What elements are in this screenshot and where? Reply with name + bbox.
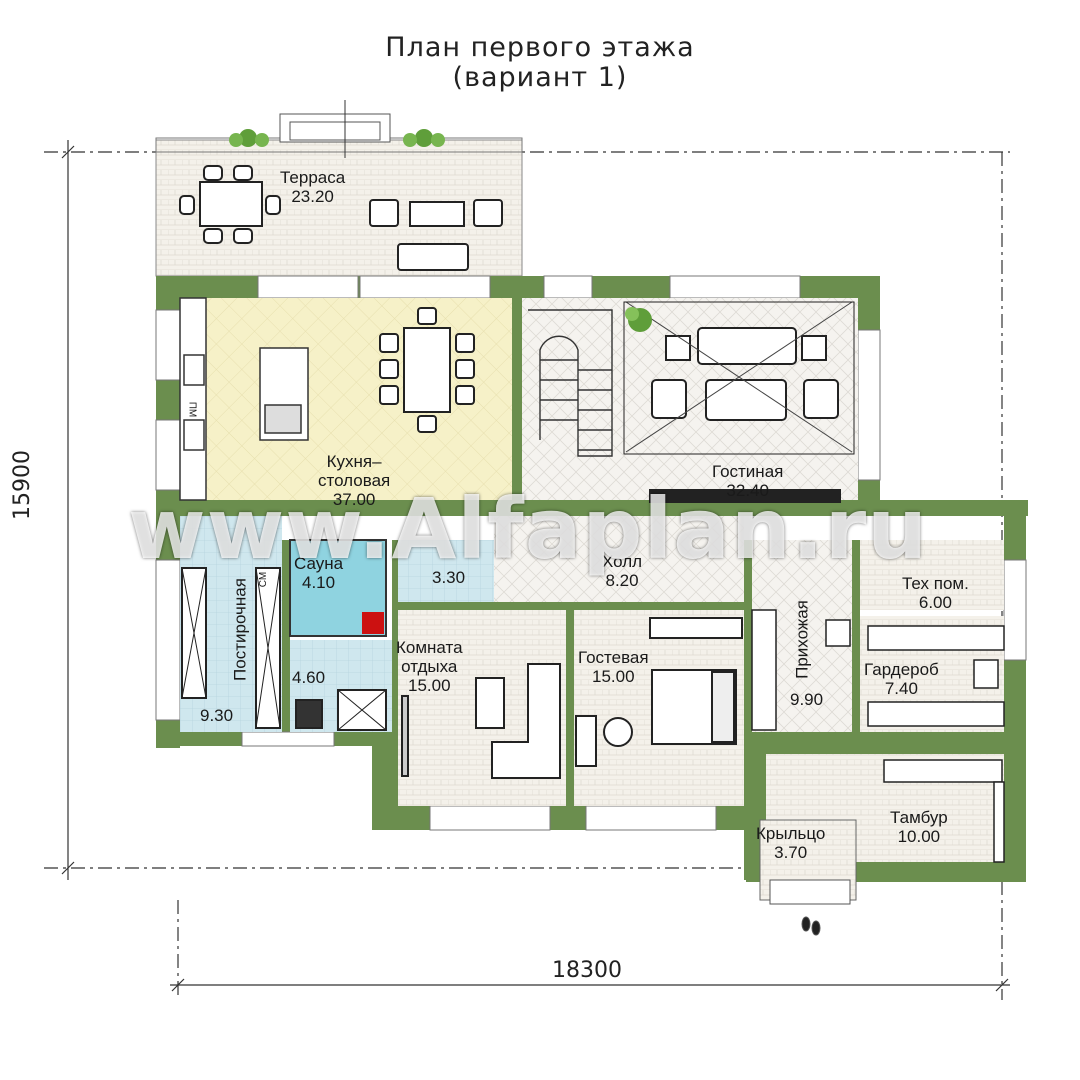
bath-floor <box>398 540 494 602</box>
room-vestibule: Тамбур 10.00 <box>890 808 948 846</box>
shower-tray <box>295 689 387 731</box>
room-living: Гостиная 32.40 <box>712 462 783 500</box>
plan-title: План первого этажа <box>385 32 695 63</box>
kitchen-counter <box>179 297 309 501</box>
dishwasher-label: ПМ <box>186 401 198 418</box>
room-sauna: Сауна 4.10 <box>294 554 343 592</box>
room-area: 6.00 <box>918 593 952 612</box>
room-laundry-name: Постирочная <box>230 578 250 681</box>
terrace-lounge-furniture <box>369 199 503 271</box>
room-name: Гостиная <box>712 462 784 481</box>
windows <box>155 275 1027 831</box>
terrace-dining-table <box>179 165 281 244</box>
room-area: 15.00 <box>408 676 451 695</box>
plan-subtitle: (вариант 1) <box>452 62 628 93</box>
room-name: Гардероб <box>864 660 939 679</box>
hall-floor <box>494 516 744 602</box>
dimension-width: 18300 <box>552 958 622 983</box>
laundry-units <box>181 567 281 729</box>
rest-room-furniture <box>401 663 561 779</box>
room-area: 37.00 <box>332 490 376 509</box>
room-bath: 3.30 <box>432 568 465 587</box>
room-name: Холл <box>602 552 643 571</box>
plant-icon <box>625 307 652 332</box>
room-area: 3.70 <box>774 843 808 862</box>
guest-furniture <box>575 617 743 767</box>
staircase <box>528 309 613 457</box>
room-name: Сауна <box>294 554 344 573</box>
room-name-2: отдыха <box>401 657 458 676</box>
room-name-2: столовая <box>318 471 391 490</box>
room-entry-area: 9.90 <box>790 690 824 709</box>
room-wardrobe: Гардероб 7.40 <box>864 660 939 698</box>
room-area: 23.20 <box>291 187 334 206</box>
room-name: Терраса <box>280 168 346 187</box>
room-name: Комната <box>396 638 463 657</box>
room-rest: Комната отдыха 15.00 <box>396 638 463 695</box>
room-area: 8.20 <box>605 571 639 590</box>
room-area: 7.40 <box>884 679 918 698</box>
room-hall: Холл 8.20 <box>602 552 642 590</box>
room-porch: Крыльцо 3.70 <box>756 824 825 862</box>
room-name: Кухня– <box>326 452 382 471</box>
room-name: Тех пом. <box>902 574 969 593</box>
porch-details <box>769 879 851 936</box>
room-laundry-area: 9.30 <box>200 706 234 725</box>
room-tech: Тех пом. 6.00 <box>902 574 969 612</box>
room-guest: Гостевая 15.00 <box>578 648 649 686</box>
watermark: www.Alfaplan.ru <box>128 480 928 578</box>
room-area: 4.60 <box>292 668 326 687</box>
sauna-stove-icon <box>362 612 384 634</box>
dining-table <box>379 307 475 433</box>
room-shower: 4.60 <box>292 668 325 687</box>
room-name: Тамбур <box>890 808 948 827</box>
room-area: 3.30 <box>432 568 466 587</box>
room-area: 32.40 <box>726 481 769 500</box>
living-furniture <box>623 301 855 503</box>
room-kitchen: Кухня– столовая 37.00 <box>318 452 390 509</box>
room-terrace: Терраса 23.20 <box>280 168 345 206</box>
room-area: 10.00 <box>897 827 941 846</box>
room-area: 4.10 <box>301 573 336 592</box>
entry-closets <box>751 609 1005 863</box>
dimension-height: 15900 <box>10 450 35 520</box>
stair-area-floor <box>522 298 618 500</box>
room-name: Крыльцо <box>756 824 826 843</box>
room-area: 15.00 <box>592 667 635 686</box>
tech-floor <box>860 540 1004 610</box>
room-entry-name: Прихожая <box>792 600 812 679</box>
room-name: Гостевая <box>578 648 649 667</box>
